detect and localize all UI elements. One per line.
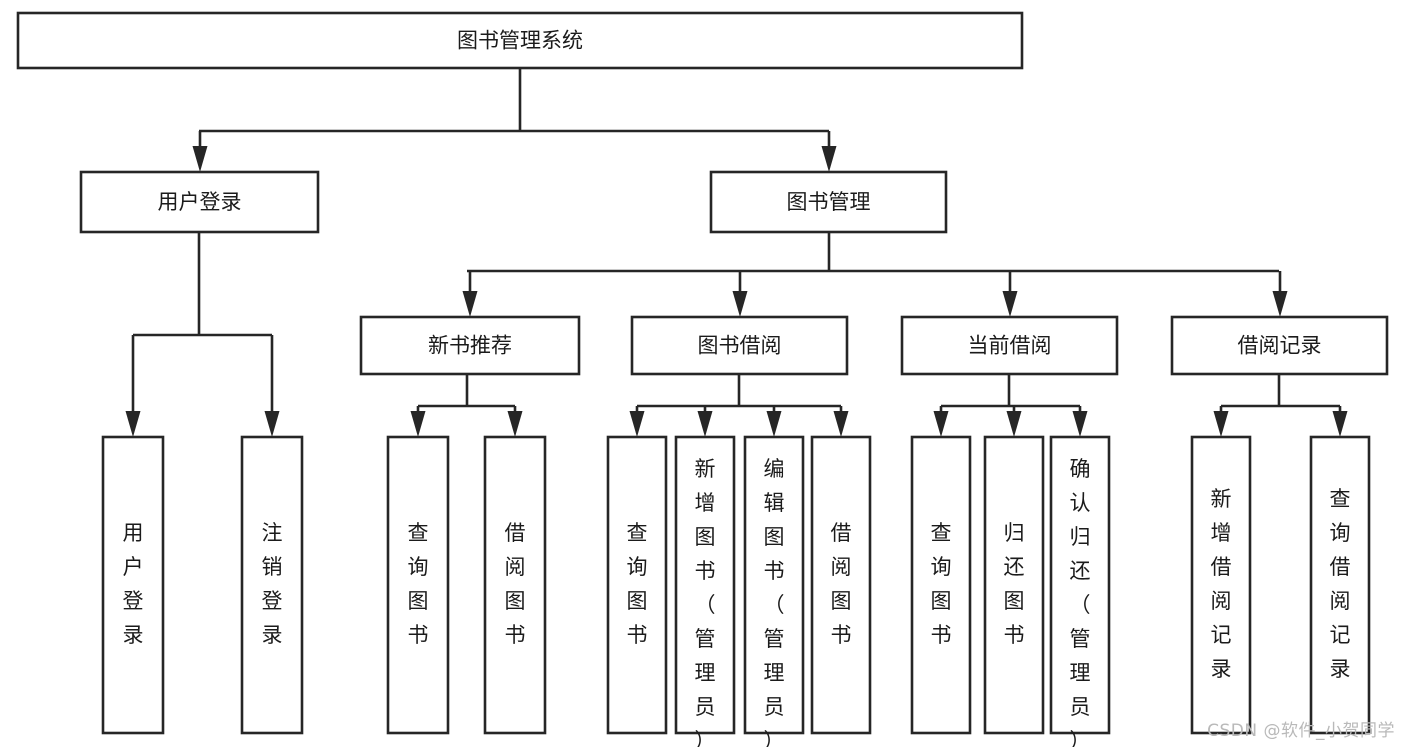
node-label: 借阅记录 xyxy=(1238,334,1322,358)
edge-borrowrecord-to-leaves xyxy=(1213,374,1348,437)
node-box[interactable] xyxy=(16,11,1024,70)
node-leaf-add-book-admin[interactable]: 新增图书（管理员） xyxy=(674,435,736,747)
node-box[interactable] xyxy=(743,435,805,735)
node-label: 归还图书 xyxy=(1004,521,1025,647)
node-leaf-add-borrow-record[interactable]: 新增借阅记录 xyxy=(1190,435,1252,735)
edge-bookborrow-to-leaves xyxy=(629,374,849,437)
node-box[interactable] xyxy=(79,170,320,234)
node-box[interactable] xyxy=(1049,435,1111,735)
node-label: 查询借阅记录 xyxy=(1330,487,1351,681)
node-label: 编辑图书（管理员） xyxy=(764,457,785,747)
node-box[interactable] xyxy=(386,435,450,735)
node-box[interactable] xyxy=(630,315,849,376)
node-box[interactable] xyxy=(240,435,304,735)
node-root[interactable]: 图书管理系统 xyxy=(16,11,1024,70)
arrow-head-icon xyxy=(933,411,949,437)
node-box[interactable] xyxy=(810,435,872,735)
node-label: 用户登录 xyxy=(123,521,144,647)
arrow-head-icon xyxy=(264,411,280,437)
arrow-head-icon xyxy=(833,411,849,437)
arrow-head-icon xyxy=(1002,291,1018,317)
node-leaf-user-login[interactable]: 用户登录 xyxy=(101,435,165,735)
node-label: 新增图书（管理员） xyxy=(695,457,716,747)
arrow-head-icon xyxy=(1272,291,1288,317)
node-leaf-query-book-borrow[interactable]: 查询图书 xyxy=(606,435,668,735)
arrow-head-icon xyxy=(192,146,208,172)
node-new-book-rec[interactable]: 新书推荐 xyxy=(359,315,581,376)
arrow-head-icon xyxy=(1006,411,1022,437)
arrow-head-icon xyxy=(1213,411,1229,437)
node-label: 图书管理 xyxy=(787,190,871,214)
connectors-layer xyxy=(125,68,1348,437)
node-label: 查询图书 xyxy=(408,521,429,647)
nodes-layer: 图书管理系统用户登录图书管理新书推荐图书借阅当前借阅借阅记录用户登录注销登录查询… xyxy=(16,11,1389,747)
node-leaf-query-book-current[interactable]: 查询图书 xyxy=(910,435,972,735)
arrow-head-icon xyxy=(1332,411,1348,437)
arrow-head-icon xyxy=(462,291,478,317)
node-label: 用户登录 xyxy=(158,190,242,214)
node-leaf-return-book[interactable]: 归还图书 xyxy=(983,435,1045,735)
node-box[interactable] xyxy=(101,435,165,735)
node-box[interactable] xyxy=(900,315,1119,376)
arrow-head-icon xyxy=(629,411,645,437)
node-box[interactable] xyxy=(1170,315,1389,376)
node-label: 当前借阅 xyxy=(968,334,1052,358)
arrow-head-icon xyxy=(1072,411,1088,437)
node-current-borrow[interactable]: 当前借阅 xyxy=(900,315,1119,376)
node-label: 确认归还（管理员） xyxy=(1070,457,1091,747)
node-box[interactable] xyxy=(910,435,972,735)
node-label: 注销登录 xyxy=(262,521,283,647)
node-user-login[interactable]: 用户登录 xyxy=(79,170,320,234)
node-box[interactable] xyxy=(359,315,581,376)
arrow-head-icon xyxy=(821,146,837,172)
edge-bookmanage-to-level2 xyxy=(462,232,1288,317)
arrow-head-icon xyxy=(507,411,523,437)
node-label: 借阅图书 xyxy=(831,521,852,647)
arrow-head-icon xyxy=(732,291,748,317)
node-label: 图书借阅 xyxy=(698,334,782,358)
edge-newbookrec-to-leaves xyxy=(410,374,523,437)
node-label: 查询图书 xyxy=(627,521,648,647)
edge-userlogin-to-leaves xyxy=(125,232,280,437)
node-leaf-edit-book-admin[interactable]: 编辑图书（管理员） xyxy=(743,435,805,747)
edge-root-to-level1 xyxy=(192,68,837,172)
arrow-head-icon xyxy=(697,411,713,437)
node-label: 新书推荐 xyxy=(428,334,512,358)
edge-currentborrow-to-leaves xyxy=(933,374,1088,437)
arrow-head-icon xyxy=(766,411,782,437)
node-box[interactable] xyxy=(483,435,547,735)
node-label: 借阅图书 xyxy=(505,521,526,647)
node-book-borrow[interactable]: 图书借阅 xyxy=(630,315,849,376)
node-leaf-query-borrow-record[interactable]: 查询借阅记录 xyxy=(1309,435,1371,735)
node-box[interactable] xyxy=(1309,435,1371,735)
node-label: 查询图书 xyxy=(931,521,952,647)
node-leaf-borrow-book-rec[interactable]: 借阅图书 xyxy=(483,435,547,735)
node-label: 新增借阅记录 xyxy=(1211,487,1232,681)
node-leaf-query-book-rec[interactable]: 查询图书 xyxy=(386,435,450,735)
node-label: 图书管理系统 xyxy=(457,29,583,53)
node-leaf-confirm-return-admin[interactable]: 确认归还（管理员） xyxy=(1049,435,1111,747)
node-box[interactable] xyxy=(606,435,668,735)
node-box[interactable] xyxy=(983,435,1045,735)
node-box[interactable] xyxy=(1190,435,1252,735)
node-box[interactable] xyxy=(674,435,736,735)
arrow-head-icon xyxy=(410,411,426,437)
node-book-manage[interactable]: 图书管理 xyxy=(709,170,948,234)
arrow-head-icon xyxy=(125,411,141,437)
node-leaf-user-logout[interactable]: 注销登录 xyxy=(240,435,304,735)
node-leaf-borrow-book[interactable]: 借阅图书 xyxy=(810,435,872,735)
node-borrow-record[interactable]: 借阅记录 xyxy=(1170,315,1389,376)
node-box[interactable] xyxy=(709,170,948,234)
